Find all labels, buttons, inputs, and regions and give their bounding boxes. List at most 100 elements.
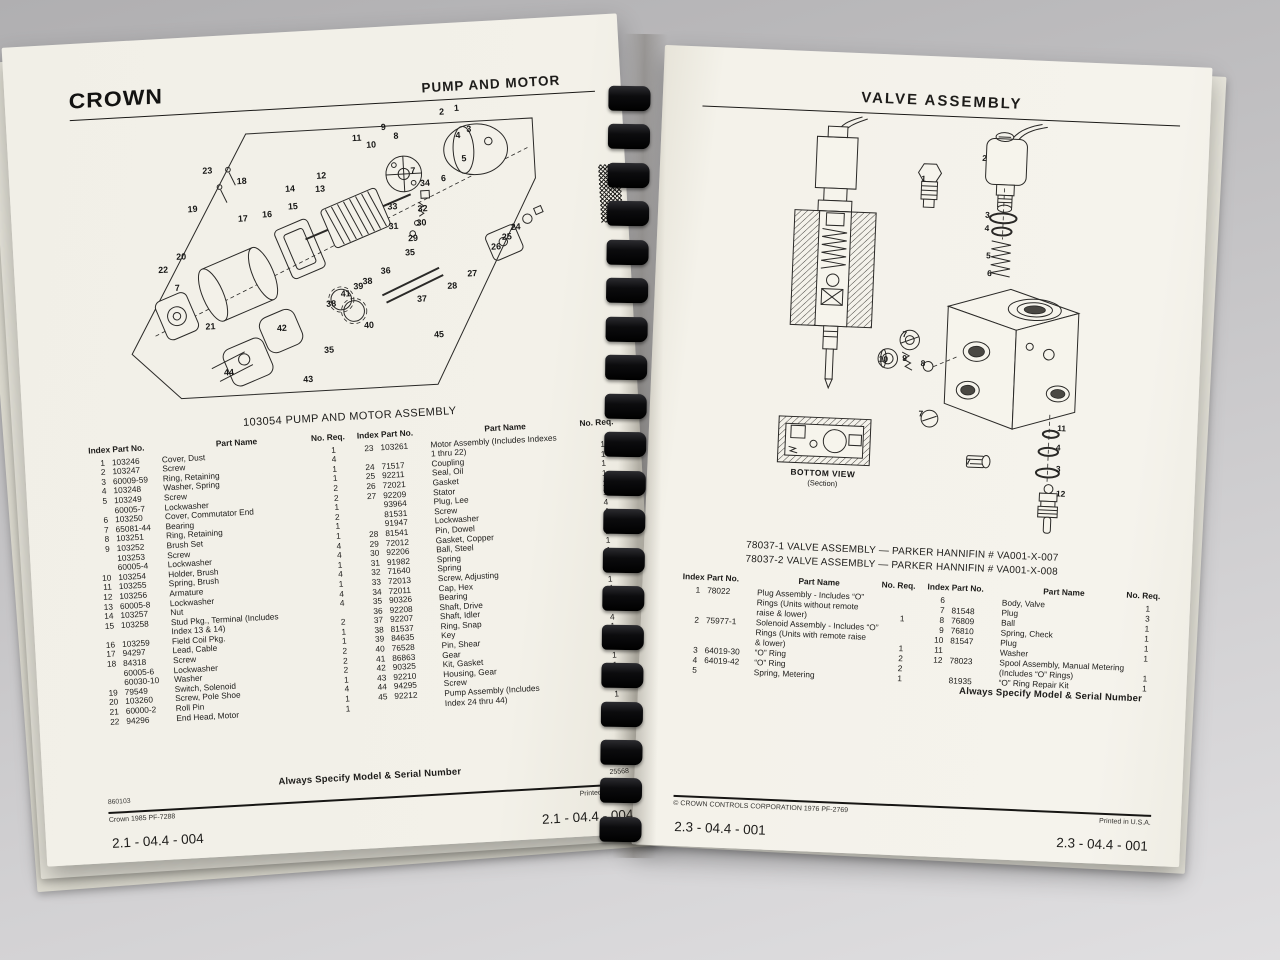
part-number: 81547 [950, 635, 974, 647]
check-ball-8 [923, 361, 933, 371]
callout-number: 1 [454, 103, 460, 113]
callout-number: 17 [238, 213, 248, 224]
armature [297, 175, 418, 258]
binding-tooth [602, 547, 645, 573]
callout-number: 5 [461, 153, 467, 163]
o-ring-4b [1038, 448, 1058, 457]
callout-number: 19 [187, 204, 197, 215]
comb-binding [599, 85, 654, 843]
binding-tooth [606, 239, 649, 266]
callout-number: 31 [388, 221, 398, 232]
part-index [924, 674, 942, 675]
callout-number: 11 [352, 133, 362, 144]
parts-table-left-column: Index Part No. Part Name No. Req. 1 7802… [678, 571, 916, 695]
callout-number: 30 [416, 217, 426, 228]
check-spring-9 [901, 352, 912, 370]
part-index: 5 [102, 495, 108, 506]
plug-10 [878, 348, 898, 368]
commutator-end-cover [442, 122, 508, 176]
part-number: 78023 [949, 655, 973, 667]
plug-7b [921, 410, 938, 427]
callout-number: 7 [918, 408, 923, 418]
bottom-view-section [777, 416, 871, 466]
callout-number: 45 [434, 329, 444, 340]
callout-number: 1 [921, 173, 926, 183]
callout-number: 7 [175, 283, 181, 293]
valve-assembly-exploded-diagram: BOTTOM VIEW (Section) 123456789107711431… [685, 108, 1180, 552]
binding-tooth [600, 739, 643, 766]
callout-number: 6 [441, 173, 447, 183]
callout-number: 32 [417, 203, 427, 214]
part-qty: 4 [339, 597, 345, 608]
binding-tooth [600, 701, 644, 727]
callout-number: 5 [986, 250, 991, 260]
callout-number: 4 [1056, 442, 1061, 452]
part-number: 78022 [706, 585, 731, 597]
callout-number: 18 [236, 176, 246, 187]
adjusting-hardware [408, 190, 432, 236]
binding-tooth [599, 778, 643, 804]
callout-number: 6 [987, 268, 992, 278]
solenoid-cartridge-2 [984, 122, 1048, 214]
col-header-index-part: Index Part No. [927, 581, 985, 594]
part-number: 103258 [120, 618, 149, 630]
binding-tooth [603, 508, 646, 535]
part-index: 27 [366, 490, 377, 501]
crown-logo: CROWN [68, 83, 164, 114]
binding-tooth [601, 662, 644, 689]
callout-number: 9 [902, 353, 907, 363]
callout-number: 35 [324, 345, 334, 356]
col-header-index-part: Index Part No. [356, 427, 414, 441]
callout-number: 22 [158, 265, 168, 276]
part-index [95, 564, 111, 565]
right-page-footer: © CROWN CONTROLS CORPORATION 1976 PF-276… [672, 789, 1152, 854]
part-index: 1 [695, 584, 701, 595]
bottom-view-sub-label: (Section) [807, 478, 838, 488]
part-qty: 1 [345, 703, 351, 714]
binding-tooth [608, 85, 651, 112]
callout-number: 38 [362, 276, 372, 287]
spool-assembly-12 [1037, 484, 1058, 533]
parts-table-left-column: Index Part No. Part Name No. Req. 1 1032… [87, 431, 360, 727]
part-qty: 1 [899, 613, 905, 624]
page-code-left: 2.3 - 04.4 - 001 [673, 818, 767, 838]
part-index [101, 679, 117, 680]
part-qty: 1 [897, 673, 903, 684]
motor-frame-cylinder [192, 244, 283, 325]
col-header-no-req: No. Req. [881, 579, 916, 591]
part-index: 5 [692, 664, 698, 675]
callout-number: 8 [920, 358, 925, 368]
binding-tooth [605, 278, 649, 304]
binding-tooth [607, 162, 650, 189]
right-page: VALVE ASSEMBLY [631, 44, 1213, 868]
col-header-no-req: No. Req. [310, 431, 346, 444]
metering-spring-5 [990, 241, 1011, 277]
callout-number: 27 [467, 268, 477, 279]
valve-body-6 [943, 287, 1079, 432]
callout-number: 29 [408, 233, 418, 244]
parts-table: Index Part No. Part Name No. Req. 1 7802… [678, 571, 1161, 705]
part-index: 22 [109, 715, 120, 727]
callout-number: 43 [303, 374, 313, 385]
binding-tooth [604, 431, 647, 458]
callout-number: 28 [447, 280, 457, 291]
col-header-index-part: Index Part No. [87, 442, 145, 456]
callout-number: 7 [902, 329, 907, 339]
callout-number: 10 [878, 354, 888, 364]
callout-number: 9 [381, 122, 387, 132]
callout-number: 38 [326, 298, 336, 309]
callout-number: 26 [491, 241, 501, 252]
callout-number: 3 [1056, 464, 1061, 474]
hex-plug-1 [917, 164, 942, 208]
part-index: 45 [377, 691, 388, 702]
binding-tooth [604, 393, 647, 419]
part-number: 103261 [380, 440, 409, 452]
binding-tooth [603, 470, 646, 496]
printed-in-note: Printed in U.S.A. [1098, 817, 1151, 827]
callout-number: 11 [1057, 423, 1067, 433]
o-ring-3 [990, 213, 1017, 224]
binding-tooth [601, 624, 645, 650]
field-coil [273, 218, 326, 280]
callout-number: 37 [417, 293, 427, 304]
copyright-note: Crown 1985 PF-7288 [108, 813, 176, 825]
